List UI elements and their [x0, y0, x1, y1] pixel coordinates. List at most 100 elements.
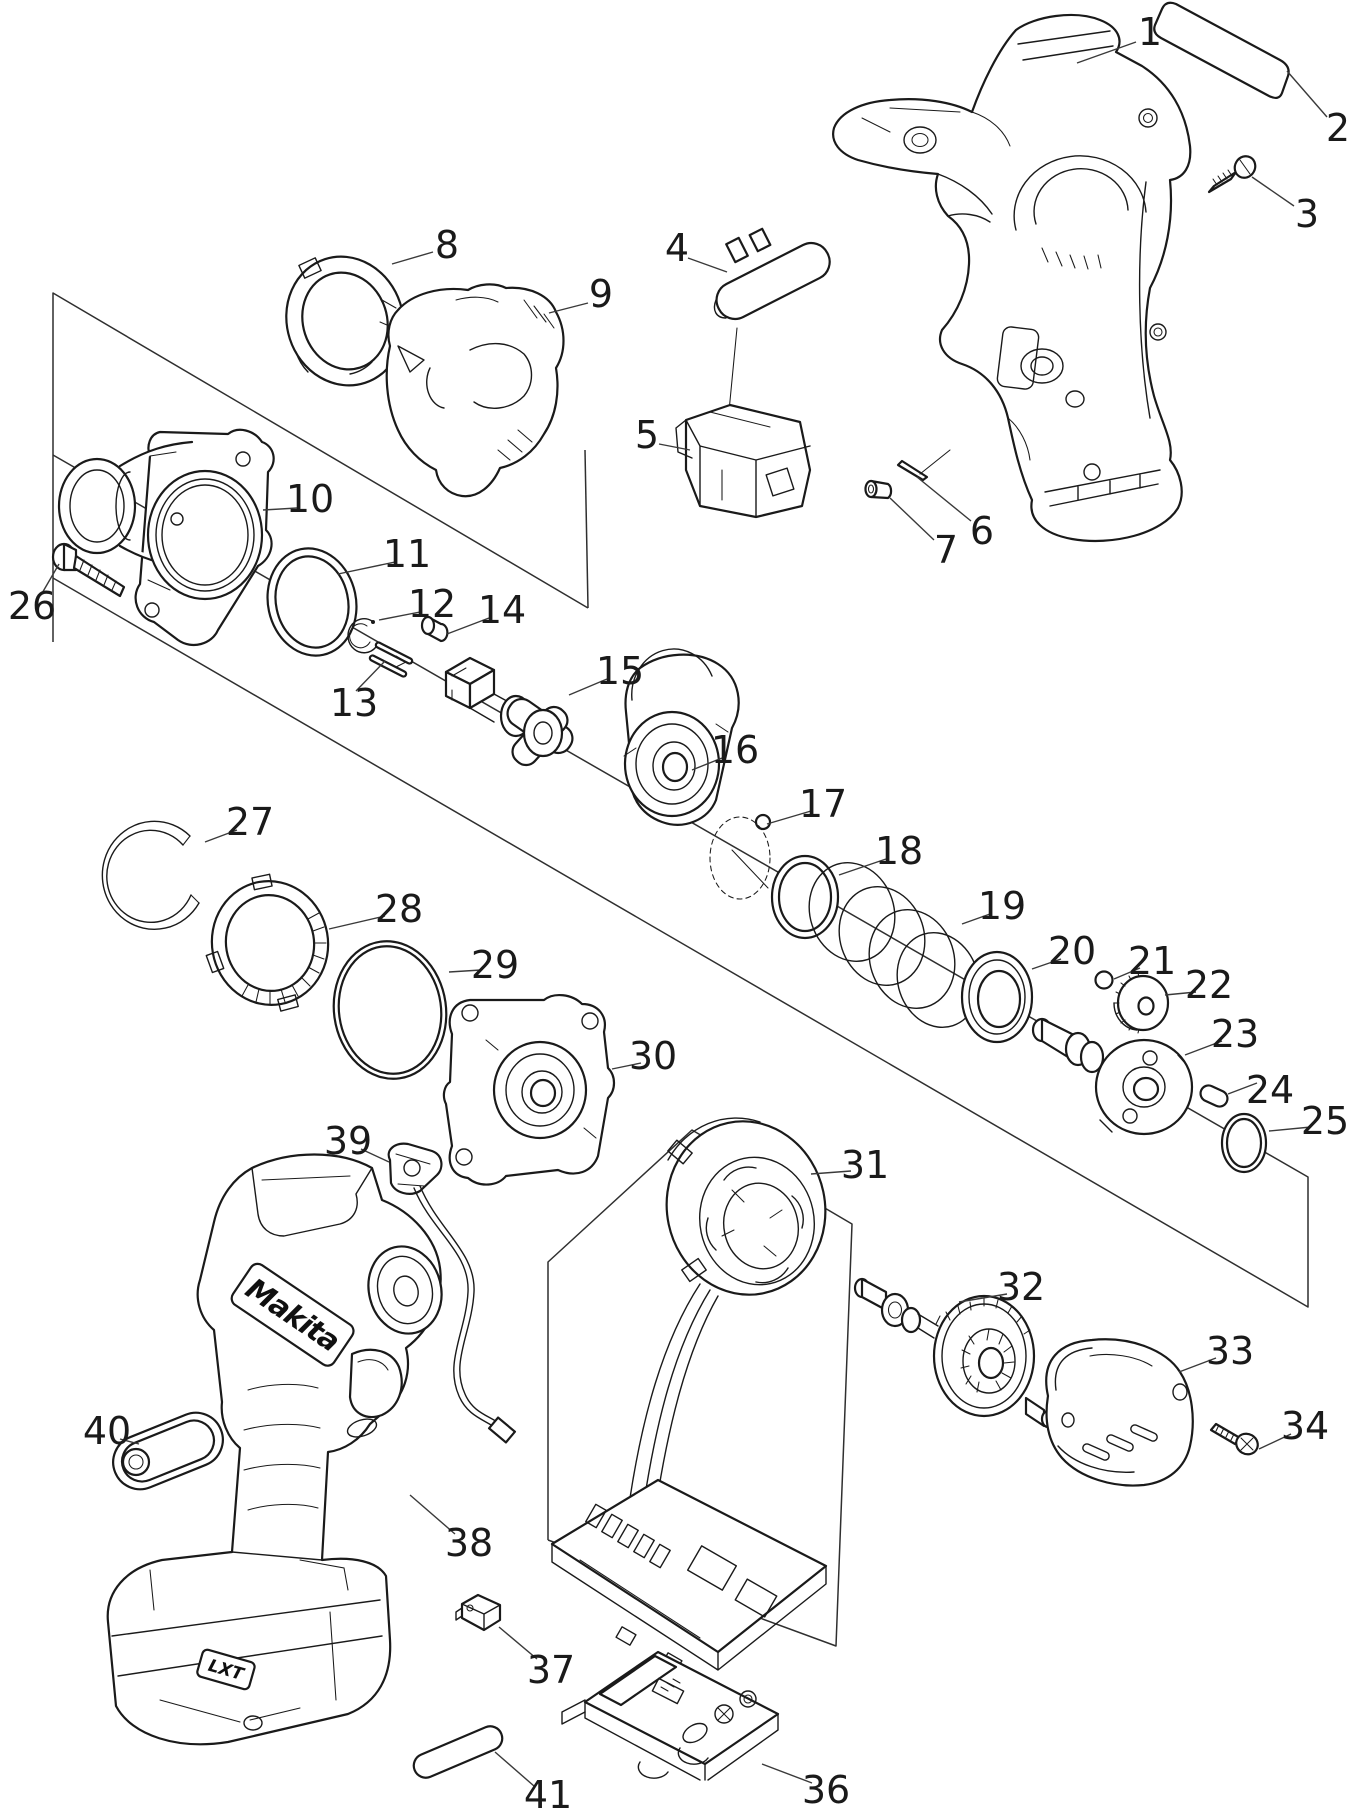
leader-line-25	[1268, 1126, 1312, 1132]
part-label-39: 39	[324, 1119, 372, 1163]
parts-layer: Makita LXT	[51, 1, 1290, 1781]
leader-line-24	[1227, 1082, 1258, 1095]
part-14-pin	[420, 615, 449, 643]
part-label-16: 16	[711, 728, 759, 772]
part-1-housing-half	[832, 14, 1192, 543]
leader-line-40	[119, 1438, 140, 1445]
leader-line-4	[687, 257, 728, 273]
part-15-anvil	[444, 656, 574, 767]
part-33-rear-cover	[1045, 1338, 1194, 1487]
part-24-pin	[1199, 1084, 1229, 1108]
part-20-washer	[960, 950, 1034, 1044]
part-label-28: 28	[375, 887, 423, 931]
part-19-spring	[808, 862, 980, 1028]
part-18-o-ring	[770, 854, 840, 940]
part-label-18: 18	[875, 829, 923, 873]
part-label-24: 24	[1246, 1068, 1294, 1112]
part-label-37: 37	[527, 1648, 575, 1692]
leader-line-16	[691, 757, 723, 771]
part-34-screw	[1209, 1422, 1259, 1456]
leader-line-20	[1031, 958, 1062, 970]
part-6-pin	[896, 449, 951, 482]
part-label-5: 5	[635, 413, 659, 457]
part-label-10: 10	[286, 477, 334, 521]
leader-line-26	[40, 563, 60, 596]
part-21-ball	[1094, 970, 1114, 990]
part-5-switch	[675, 403, 812, 519]
leader-line-1	[1076, 41, 1137, 64]
part-label-17: 17	[799, 782, 847, 826]
part-40-cap	[112, 1411, 224, 1491]
leader-line-19	[961, 913, 991, 925]
part-label-12: 12	[408, 582, 456, 626]
leader-line-6	[916, 476, 972, 522]
leader-line-33	[1178, 1357, 1217, 1373]
part-label-8: 8	[435, 223, 459, 267]
part-label-4: 4	[665, 226, 689, 270]
battery-badge: LXT	[196, 1648, 256, 1691]
leader-line-3	[1251, 176, 1295, 207]
part-label-31: 31	[841, 1143, 889, 1187]
part-8-ring	[285, 255, 405, 387]
part-label-20: 20	[1048, 929, 1096, 973]
part-label-36: 36	[802, 1768, 850, 1809]
part-36-terminal	[561, 1650, 780, 1781]
part-label-11: 11	[383, 532, 431, 576]
part-16-hammer	[623, 648, 740, 826]
leader-line-37	[498, 1626, 538, 1660]
leader-line-39	[360, 1148, 390, 1163]
part-17-ball	[709, 813, 772, 900]
leader-line-5	[658, 443, 691, 451]
part-2-nameplate	[1153, 1, 1290, 100]
leader-line-32	[958, 1293, 1008, 1303]
leader-line-8	[391, 251, 434, 265]
part-12-snap-ring	[347, 618, 379, 654]
leader-line-28	[328, 915, 386, 930]
part-27-retaining-ring	[101, 820, 200, 930]
part-label-6: 6	[970, 509, 994, 553]
part-4-lever	[713, 227, 831, 433]
leader-line-30	[611, 1062, 642, 1070]
part-38-handle-housing: Makita LXT	[106, 1153, 443, 1746]
part-label-29: 29	[471, 943, 519, 987]
part-28-ring-gear	[205, 873, 330, 1012]
leader-line-41	[494, 1751, 535, 1787]
leader-line-22	[1164, 991, 1197, 996]
part-label-25: 25	[1301, 1099, 1349, 1143]
part-label-23: 23	[1211, 1012, 1259, 1056]
leader-line-7	[889, 497, 935, 541]
part-32-rotor	[853, 1277, 1056, 1429]
part-label-22: 22	[1185, 963, 1233, 1007]
part-26-bolt	[51, 542, 126, 598]
leader-line-13	[355, 660, 386, 692]
part-39-led-circuit	[387, 1142, 517, 1444]
part-label-14: 14	[478, 588, 526, 632]
part-label-30: 30	[629, 1034, 677, 1078]
leader-line-17	[766, 810, 812, 825]
part-label-21: 21	[1128, 939, 1176, 983]
leader-line-36	[761, 1763, 813, 1784]
part-30-housing-cover	[442, 994, 616, 1186]
part-label-3: 3	[1295, 192, 1319, 236]
part-label-34: 34	[1281, 1404, 1329, 1448]
leader-line-34	[1258, 1433, 1292, 1450]
leader-line-18	[838, 858, 887, 876]
part-41-strip	[412, 1725, 504, 1779]
part-label-13: 13	[330, 681, 378, 725]
part-label-15: 15	[596, 649, 644, 693]
part-label-2: 2	[1326, 106, 1350, 150]
part-label-38: 38	[445, 1521, 493, 1565]
leader-line-29	[448, 969, 482, 973]
part-label-19: 19	[978, 884, 1026, 928]
part-22-gear	[1113, 972, 1170, 1034]
part-label-26: 26	[8, 584, 56, 628]
part-11-washer	[266, 547, 358, 657]
part-25-o-ring	[1220, 1112, 1268, 1174]
part-10-hammer-case	[57, 428, 275, 647]
leader-line-21	[1113, 967, 1141, 980]
part-label-1: 1	[1138, 10, 1162, 54]
leader-line-9	[548, 302, 589, 314]
leader-line-27	[204, 829, 238, 843]
